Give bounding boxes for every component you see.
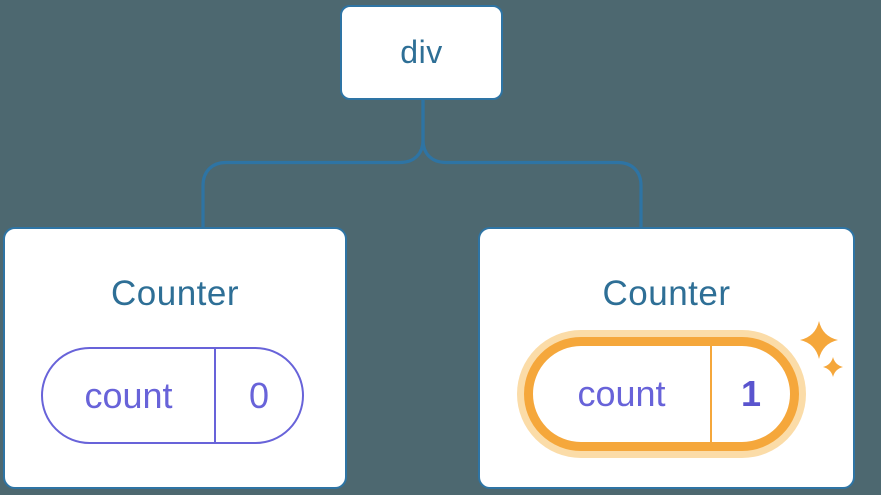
connector-right-branch: [421, 98, 643, 229]
component-title: Counter: [110, 274, 240, 313]
counter-card-left: Counter count 0: [3, 227, 347, 489]
connector-left-branch: [201, 98, 425, 229]
root-node-div: div: [340, 5, 503, 100]
component-title: Counter: [602, 274, 731, 313]
counter-card-right: Counter count 1: [478, 227, 855, 489]
state-value: 0: [214, 349, 302, 442]
sparkles-icon: [800, 321, 843, 377]
sparkle-large: [800, 321, 838, 359]
sparkle-small: [823, 357, 843, 377]
state-pill-highlighted: count 1: [524, 337, 799, 451]
root-node-label: div: [400, 34, 443, 70]
state-key-label: count: [577, 373, 666, 414]
state-key-label: count: [84, 374, 173, 416]
state-value: 1: [710, 346, 790, 442]
state-pill: count 0: [41, 347, 304, 444]
